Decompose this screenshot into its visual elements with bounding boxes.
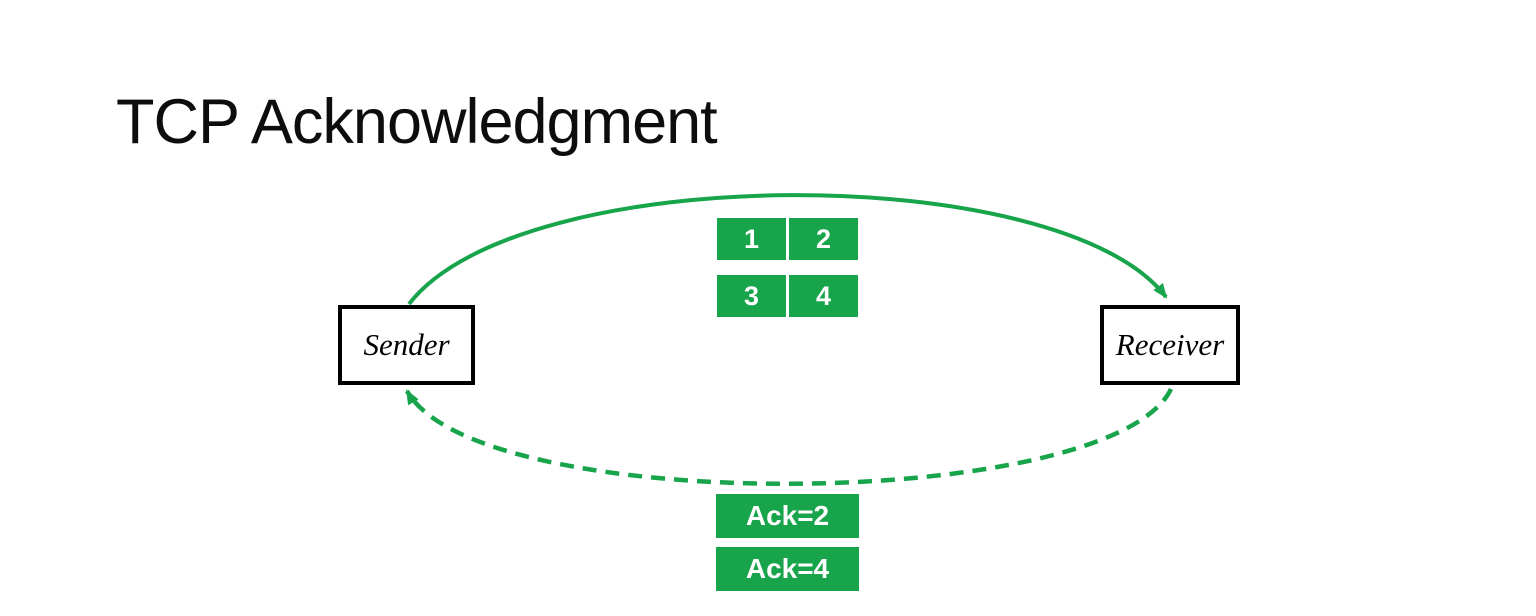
segment-4: 4 — [789, 275, 858, 317]
segment-grid: 1 2 3 4 — [717, 218, 858, 317]
sender-label: Sender — [363, 327, 450, 362]
segment-2: 2 — [789, 218, 858, 260]
ack-stack: Ack=2 Ack=4 — [716, 494, 859, 591]
ack-4-label: Ack=4 — [716, 547, 859, 591]
segment-1: 1 — [717, 218, 786, 260]
ack-arrow-receiver-to-sender — [405, 388, 1174, 486]
page-title: TCP Acknowledgment — [116, 87, 718, 157]
ack-2-label: Ack=2 — [716, 494, 859, 538]
segment-3: 3 — [717, 275, 786, 317]
sender-node: Sender — [338, 305, 475, 385]
receiver-node: Receiver — [1100, 305, 1240, 385]
receiver-label: Receiver — [1115, 327, 1225, 362]
